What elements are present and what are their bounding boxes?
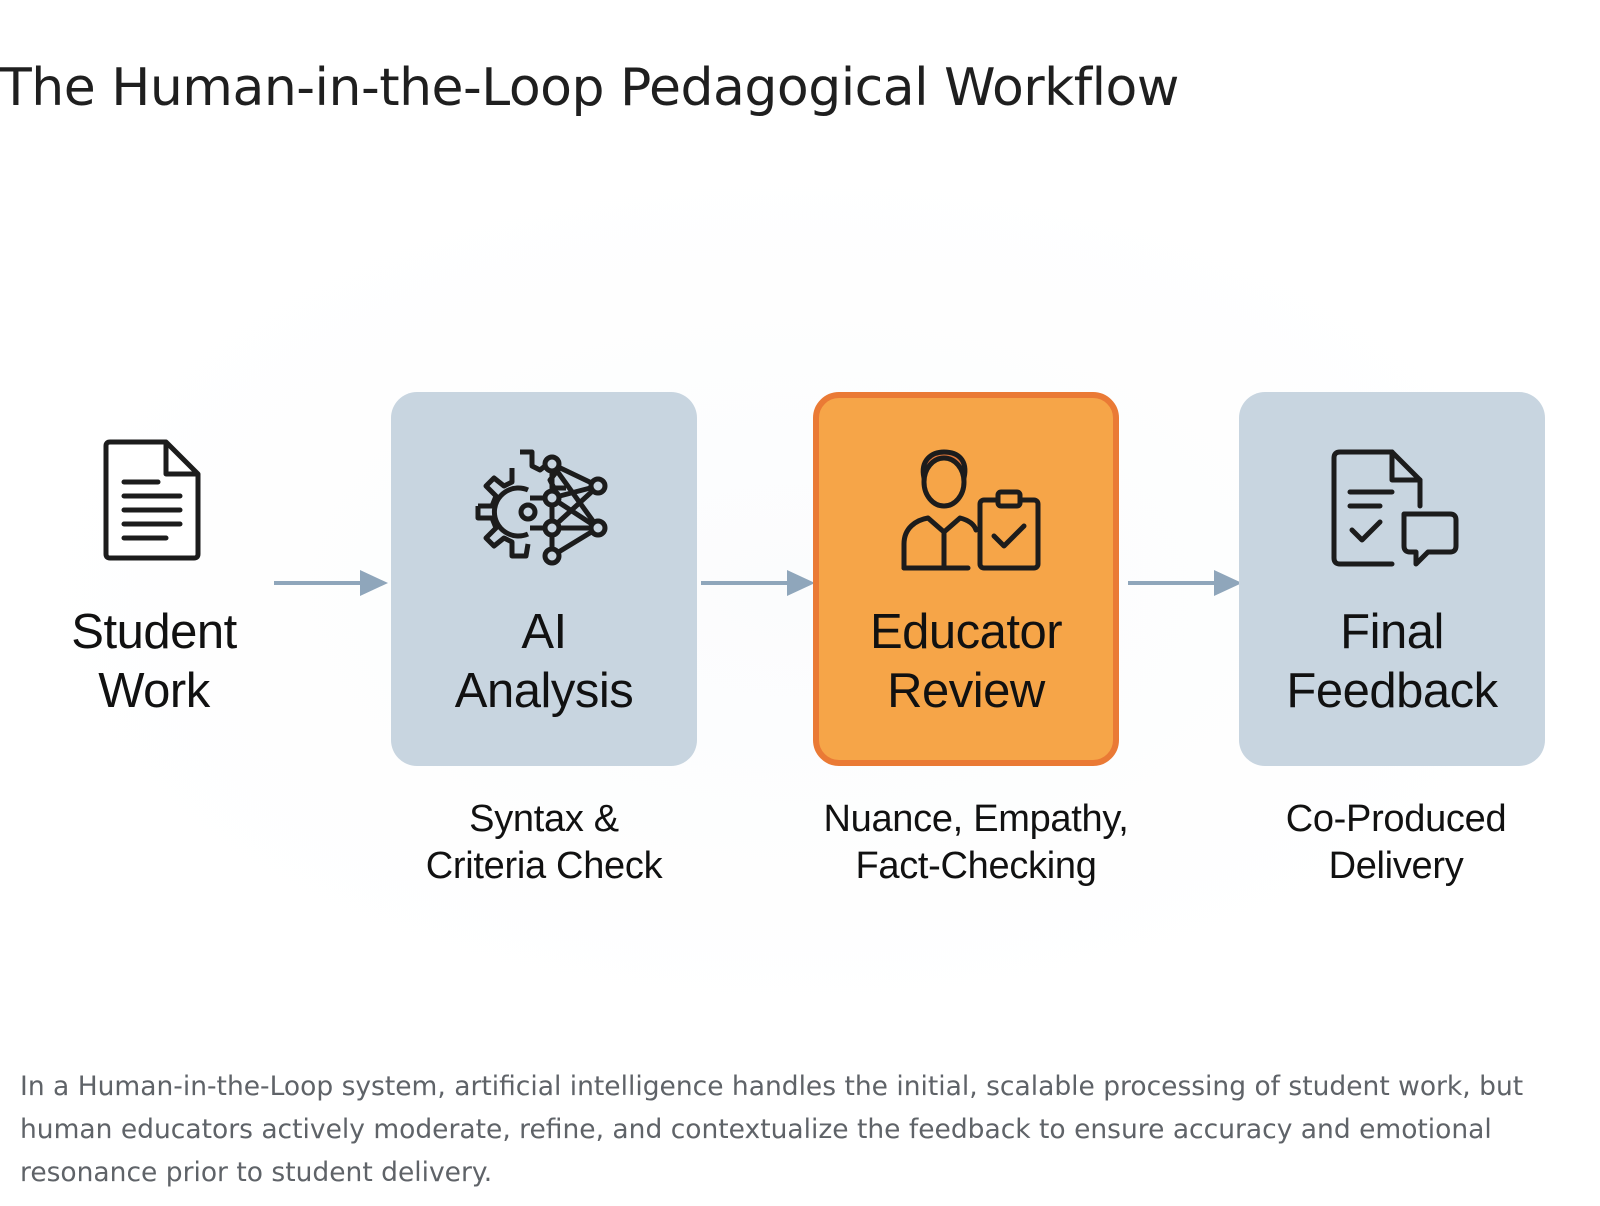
step-description-line: Co-Produced [1285,798,1507,840]
step-box-ai-analysis [391,392,697,766]
step-label-student-work: Student Work [0,603,324,721]
step-box-educator-review [813,392,1119,766]
step-label-line: Student [71,605,237,659]
step-label-line: Educator [869,605,1063,659]
educator-clipboard-icon [901,449,1041,571]
step-label-line: Feedback [1286,664,1498,718]
step-description-line: Criteria Check [425,845,663,887]
step-label-line: Analysis [454,664,634,718]
step-label-line: Work [98,664,210,718]
step-description-line: Fact-Checking [855,845,1097,887]
page-title: The Human-in-the-Loop Pedagogical Workfl… [0,58,1179,118]
document-icon [103,439,201,561]
flow-arrow [701,570,815,596]
step-description-educator-review: Nuance, Empathy, Fact-Checking [786,796,1166,890]
step-label-line: Review [887,664,1045,718]
step-label-ai-analysis: AI Analysis [374,603,714,721]
step-label-line: Final [1340,605,1444,659]
step-description-line: Delivery [1328,845,1464,887]
flow-arrow [1128,570,1242,596]
figure-caption: In a Human-in-the-Loop system, artificia… [20,1071,1524,1188]
document-check-chat-icon [1331,449,1459,567]
step-description-ai-analysis: Syntax & Criteria Check [354,796,734,890]
step-label-final-feedback: Final Feedback [1222,603,1562,721]
gear-neural-network-icon [475,449,608,566]
step-description-final-feedback: Co-Produced Delivery [1206,796,1586,890]
step-label-line: AI [521,605,567,659]
step-description-line: Nuance, Empathy, [823,798,1129,840]
flow-arrow [274,570,388,596]
step-description-line: Syntax & [469,798,619,840]
step-label-educator-review: Educator Review [796,603,1136,721]
